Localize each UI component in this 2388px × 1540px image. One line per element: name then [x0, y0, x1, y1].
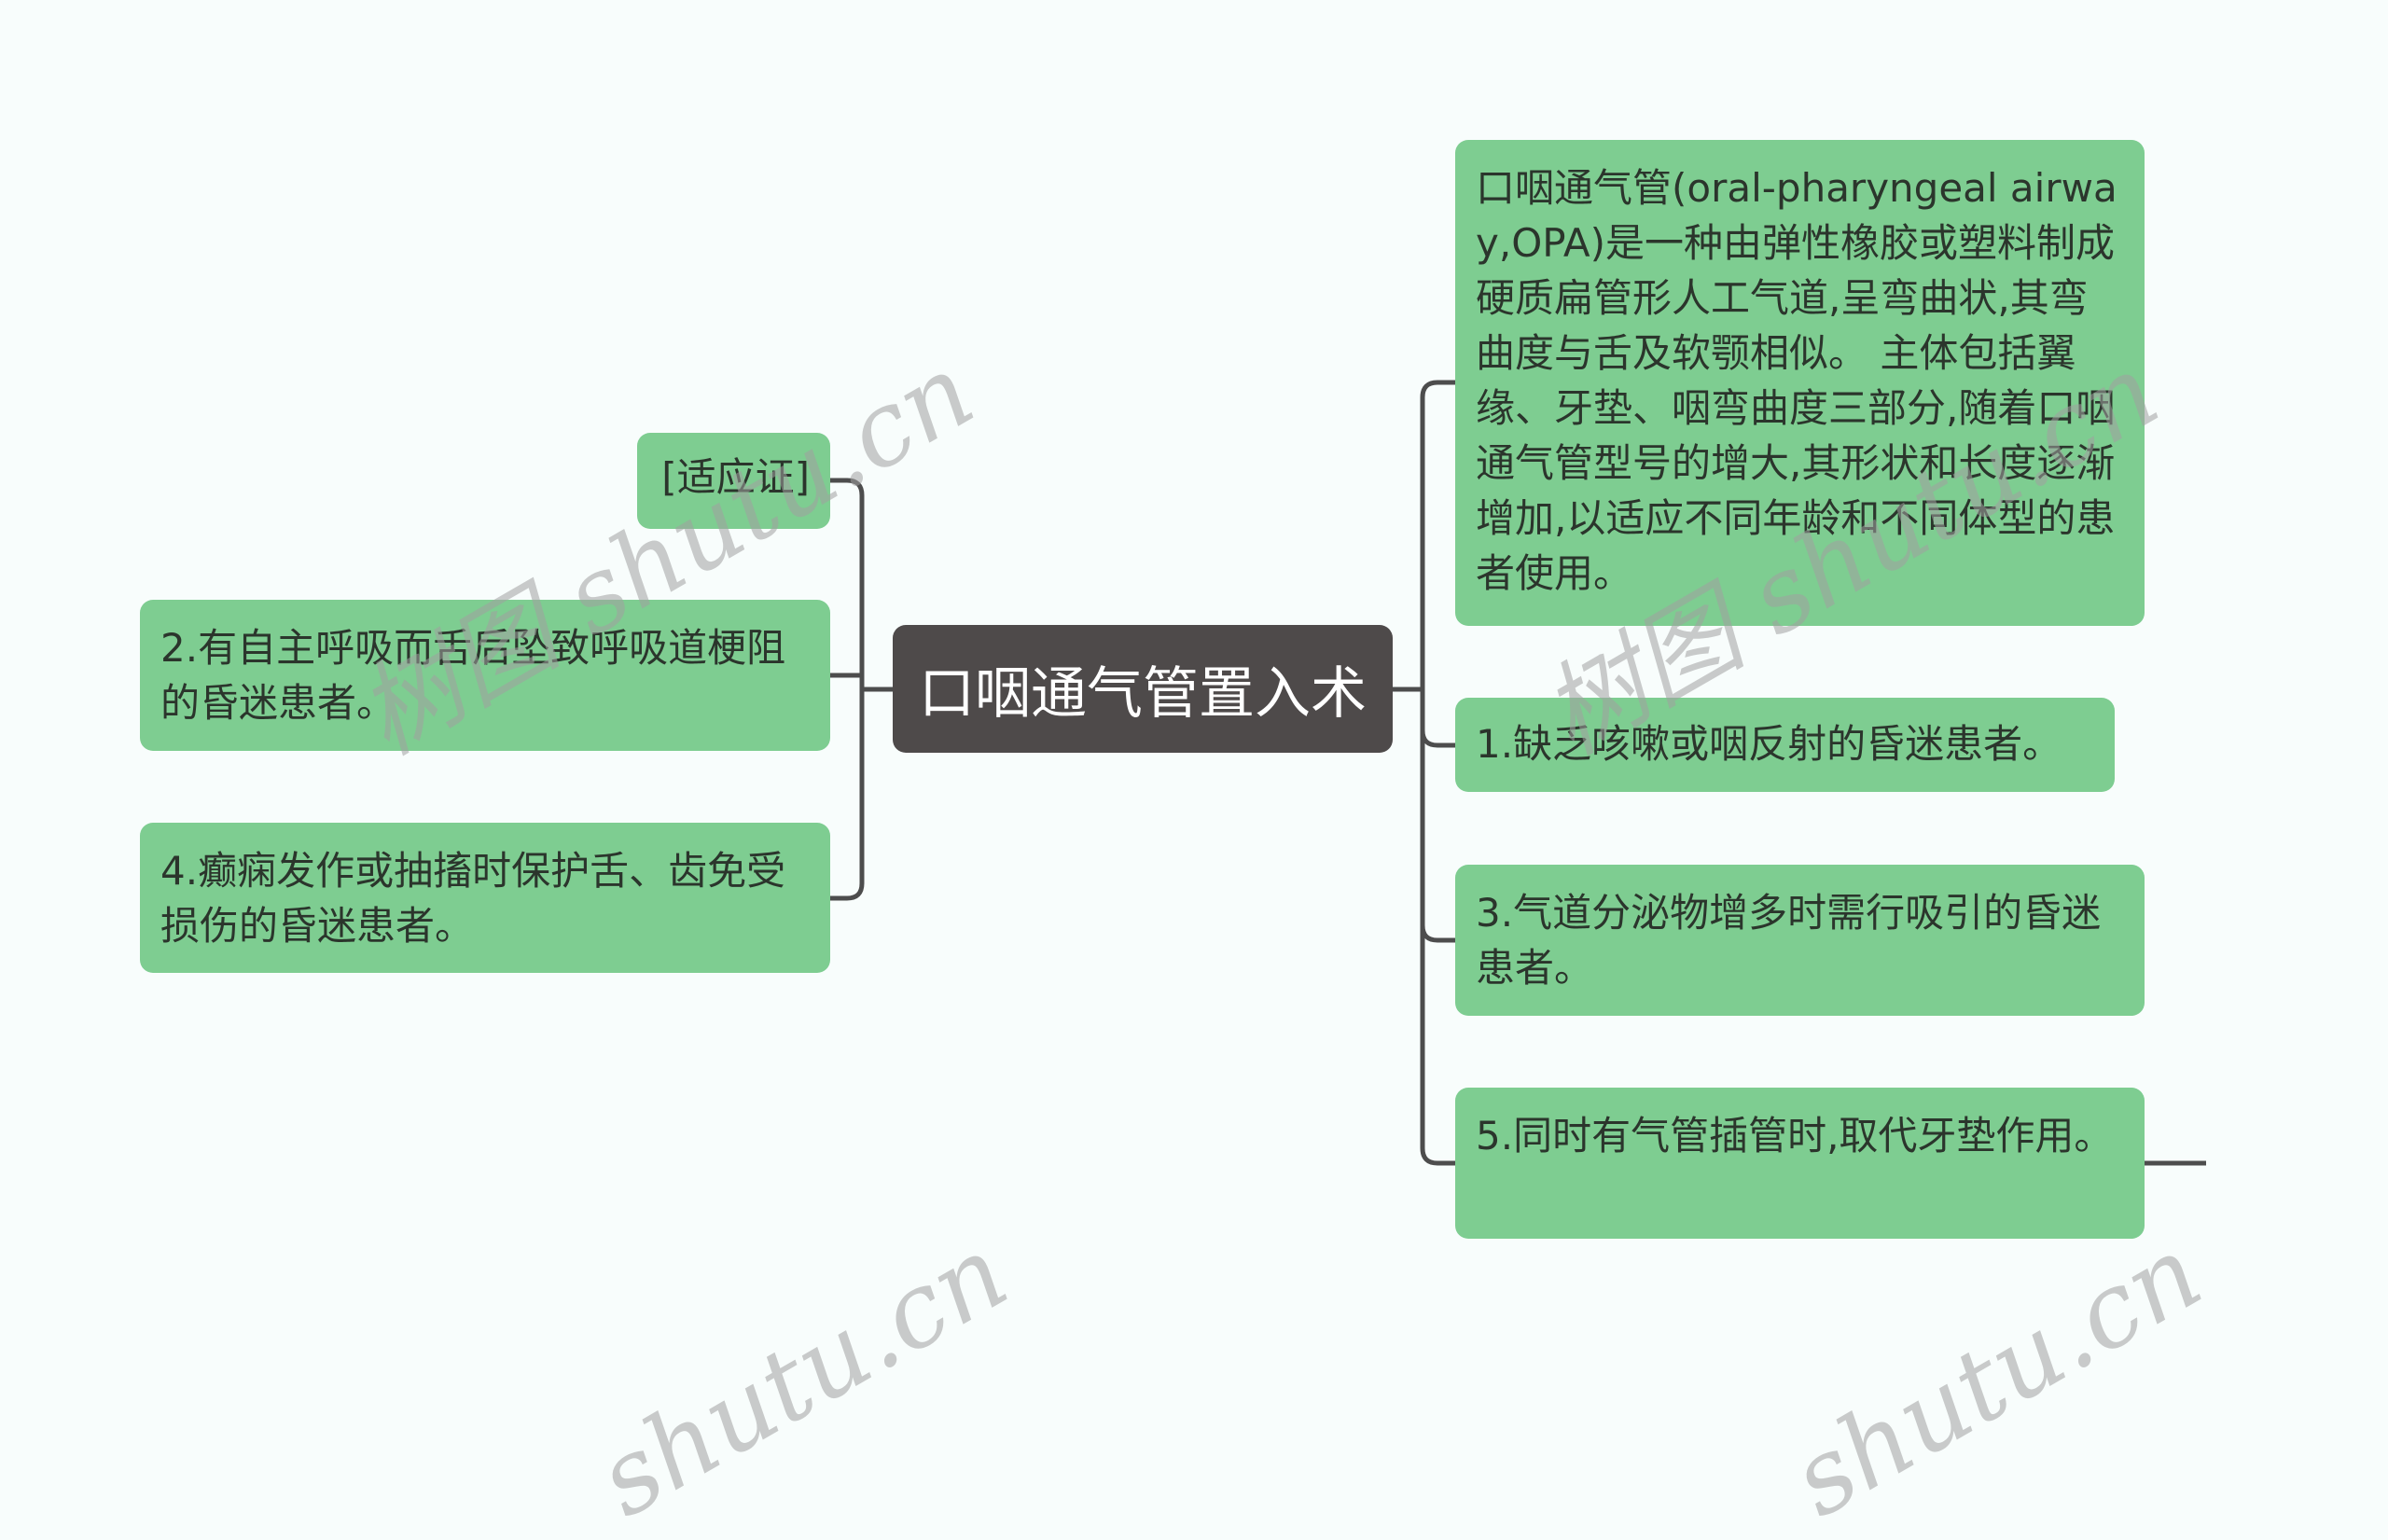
connector-lines: [830, 380, 2206, 1166]
node-indication-4[interactable]: 4.癫痫发作或抽搐时保护舌、齿免受损伤的昏迷患者。: [140, 823, 830, 973]
node-label: 1.缺乏咳嗽或咽反射的昏迷患者。: [1476, 721, 2062, 767]
root-label: 口咽通气管置入术: [919, 661, 1367, 727]
node-indications[interactable]: [适应证]: [637, 433, 830, 529]
node-label: [适应证]: [661, 454, 810, 500]
node-label: 3.气道分泌物增多时需行吸引的昏迷患者。: [1476, 890, 2102, 991]
root-node[interactable]: 口咽通气管置入术: [893, 625, 1393, 753]
node-label: 5.同时有气管插管时,取代牙垫作用。: [1476, 1113, 2114, 1158]
node-indication-2[interactable]: 2.有自主呼吸而舌后坠致呼吸道梗阻的昏迷患者。: [140, 600, 830, 751]
node-indication-5[interactable]: 5.同时有气管插管时,取代牙垫作用。: [1455, 1088, 2145, 1239]
node-indication-3[interactable]: 3.气道分泌物增多时需行吸引的昏迷患者。: [1455, 865, 2145, 1016]
node-indication-1[interactable]: 1.缺乏咳嗽或咽反射的昏迷患者。: [1455, 698, 2115, 792]
node-opa-description[interactable]: 口咽通气管(oral-pharyngeal airway,OPA)是一种由弹性橡…: [1455, 140, 2145, 626]
node-label: 4.癫痫发作或抽搐时保护舌、齿免受损伤的昏迷患者。: [160, 848, 786, 949]
node-label: 2.有自主呼吸而舌后坠致呼吸道梗阻的昏迷患者。: [160, 625, 786, 726]
node-label: 口咽通气管(oral-pharyngeal airway,OPA)是一种由弹性橡…: [1476, 165, 2117, 596]
